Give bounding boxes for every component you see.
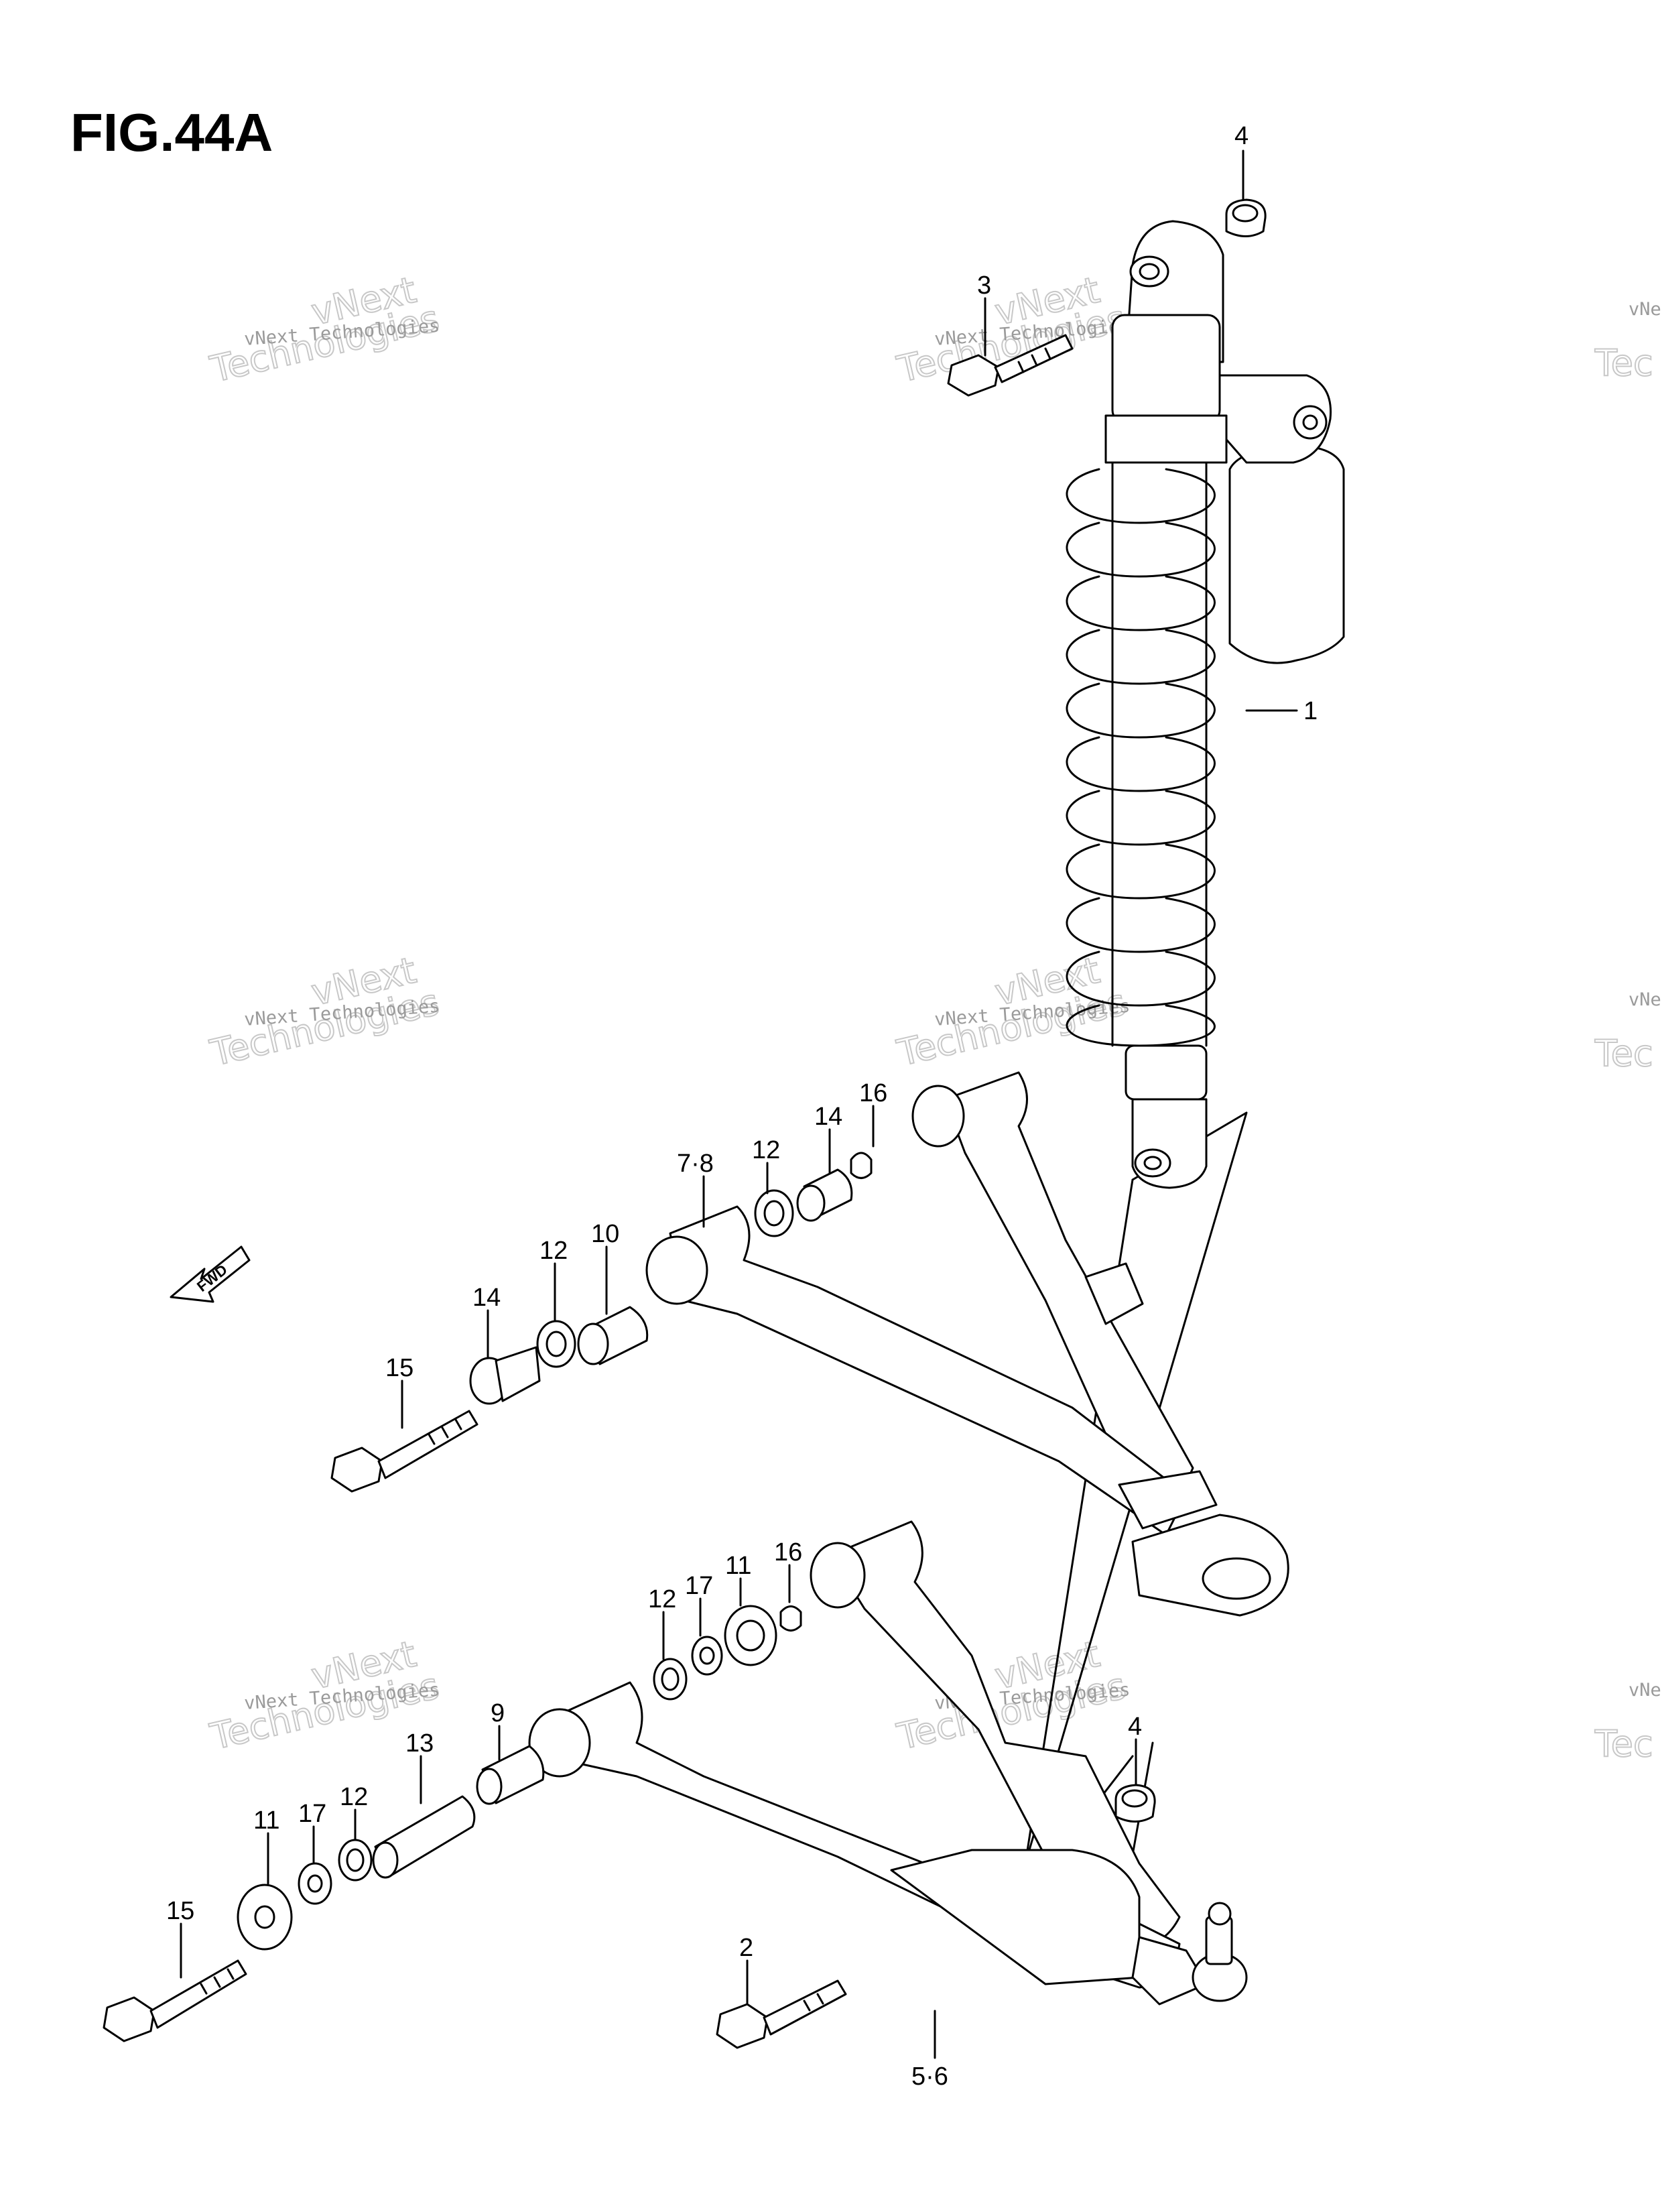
callout-17-b: 17 xyxy=(298,1800,326,1828)
callout-1: 1 xyxy=(1303,697,1318,725)
lower-arm xyxy=(528,1520,1248,2006)
leader-lines xyxy=(180,149,1298,2059)
watermark-edge-5: vNe xyxy=(1628,1680,1661,1701)
watermark-edge-1: vNe xyxy=(1628,299,1661,320)
hardware-lower-row xyxy=(103,1605,1156,2049)
watermark-edge-4: Tec xyxy=(1594,1032,1653,1074)
callout-15-a: 15 xyxy=(385,1354,413,1382)
callout-4-top: 4 xyxy=(1234,122,1249,150)
shock-absorber xyxy=(1066,220,1345,1189)
callout-7-8: 7·8 xyxy=(677,1150,714,1178)
figure-title: FIG.44A xyxy=(70,103,273,162)
callout-10: 10 xyxy=(591,1220,619,1248)
callout-15-b: 15 xyxy=(166,1897,194,1925)
watermark-right-edge: vNe Tec vNe Tec vNe Tec xyxy=(1594,299,1661,1766)
callout-2: 2 xyxy=(739,1934,753,1962)
callout-12-d: 12 xyxy=(340,1783,368,1811)
callout-3: 3 xyxy=(977,271,991,300)
fwd-arrow-icon: FWD xyxy=(170,1245,251,1303)
callout-17-a: 17 xyxy=(685,1572,713,1600)
watermark-edge-2: Tec xyxy=(1594,342,1653,384)
watermark-top-left: vNext Technologies vNext Technologies xyxy=(206,268,444,391)
watermark-mid-middle: vNext Technologies vNext Technologies xyxy=(893,948,1131,1075)
callout-14-b: 14 xyxy=(472,1284,501,1312)
callout-13: 13 xyxy=(405,1729,434,1758)
callout-16-a: 16 xyxy=(859,1079,887,1107)
callout-12-c: 12 xyxy=(648,1585,676,1613)
callout-11-upper: 11 xyxy=(725,1552,751,1580)
callout-5-6: 5·6 xyxy=(911,2063,948,2091)
upper-arm xyxy=(645,1071,1289,1617)
hardware-upper-row xyxy=(330,1152,873,1493)
callout-4-bottom: 4 xyxy=(1128,1713,1142,1741)
callout-12-b: 12 xyxy=(539,1237,568,1265)
watermark-edge-6: Tec xyxy=(1594,1723,1653,1765)
callout-14-a: 14 xyxy=(814,1103,842,1131)
watermark-mid-left: vNext Technologies vNext Technologies xyxy=(206,948,444,1075)
callout-12-a: 12 xyxy=(752,1136,780,1164)
watermark-edge-3: vNe xyxy=(1628,989,1661,1010)
callout-9: 9 xyxy=(491,1699,505,1727)
callout-16-b: 16 xyxy=(774,1538,802,1566)
hardware-top xyxy=(947,198,1267,397)
callout-11-lower: 11 xyxy=(253,1806,279,1835)
callouts: 4 3 1 7·8 12 14 16 10 12 14 15 12 17 11 … xyxy=(166,122,1318,2091)
